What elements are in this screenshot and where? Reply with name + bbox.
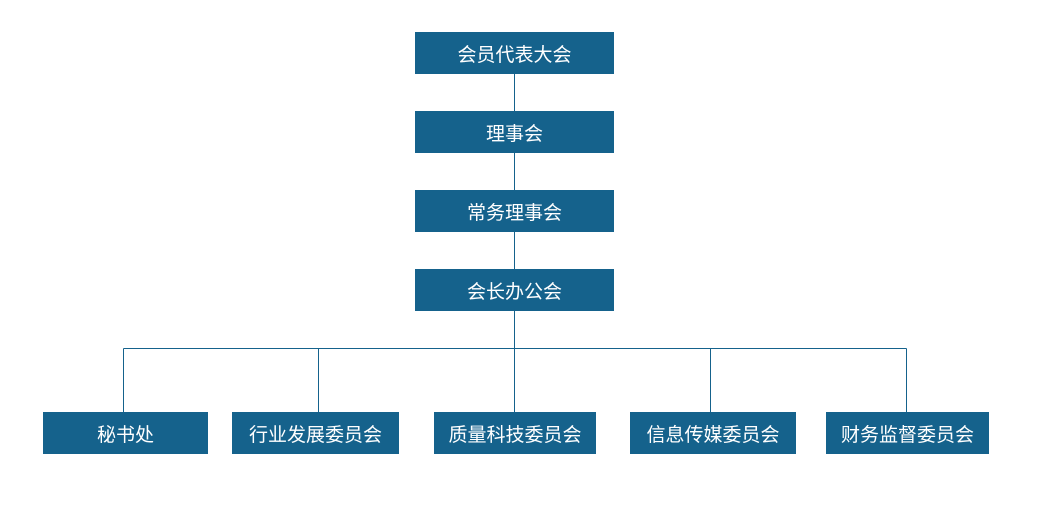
node-assembly: 会员代表大会 xyxy=(415,32,614,74)
node-secretariat: 秘书处 xyxy=(43,412,208,454)
node-information-media: 信息传媒委员会 xyxy=(630,412,796,454)
node-quality-technology: 质量科技委员会 xyxy=(434,412,596,454)
node-presidents-office: 会长办公会 xyxy=(415,269,614,311)
node-council: 理事会 xyxy=(415,111,614,153)
node-standing-council: 常务理事会 xyxy=(415,190,614,232)
node-finance-audit: 财务监督委员会 xyxy=(826,412,989,454)
node-industry-development: 行业发展委员会 xyxy=(232,412,399,454)
